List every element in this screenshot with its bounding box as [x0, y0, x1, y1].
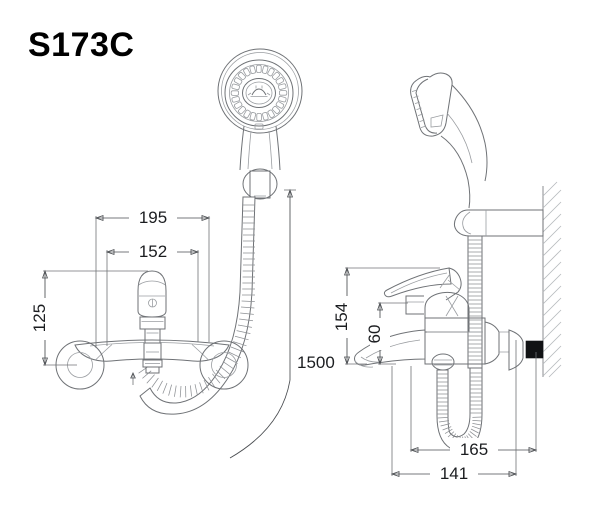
- dim-195: 195: [94, 206, 211, 348]
- lever-handle-front: [137, 270, 167, 318]
- wall-section-hatched: [542, 181, 562, 378]
- spray-selector-glyph: [247, 85, 271, 97]
- dim-152-label: 152: [139, 242, 167, 261]
- wall-escutcheon-right: [199, 340, 249, 390]
- dim-154-label: 154: [332, 303, 351, 331]
- shower-hose-side-loop: [436, 367, 483, 452]
- diverter-knob-side: [405, 295, 424, 315]
- lever-handle-side: [383, 267, 462, 301]
- dim-141-label: 141: [440, 464, 468, 483]
- dim-141: 141: [390, 340, 518, 483]
- dim-1500-label: 1500: [297, 353, 335, 372]
- dimension-group-side: 154 60: [332, 266, 538, 483]
- spout-outlet-front: [142, 359, 163, 374]
- dim-154: 154: [332, 266, 440, 366]
- shower-head-side: [410, 72, 488, 209]
- dim-1500: 1500: [229, 188, 335, 459]
- nozzle-teeth-side: [411, 89, 427, 128]
- dim-195-label: 195: [139, 208, 167, 227]
- shower-head-front: [217, 48, 303, 200]
- dim-165-label: 165: [460, 440, 488, 459]
- dim-165: 165: [409, 352, 538, 459]
- wall-inlet-block: [525, 340, 544, 359]
- dim-60: 60: [365, 301, 408, 366]
- dim-125-label: 125: [30, 304, 49, 332]
- page-title: S173C: [28, 26, 134, 64]
- dim-60-label: 60: [365, 325, 384, 344]
- shower-holder-bracket: [453, 209, 544, 237]
- diverter-knob-front: [144, 328, 161, 344]
- shower-hose-side-vertical: [467, 235, 483, 369]
- hose-connector-side: [431, 353, 455, 371]
- shower-hose-front: [138, 196, 256, 415]
- dim-125: 125: [30, 269, 148, 367]
- dim-152: 152: [105, 240, 200, 346]
- nozzle-ring: [230, 64, 288, 122]
- side-view: 154 60: [332, 72, 562, 483]
- front-view: 195 152: [30, 48, 335, 459]
- dimension-group-front: 195 152: [30, 188, 335, 459]
